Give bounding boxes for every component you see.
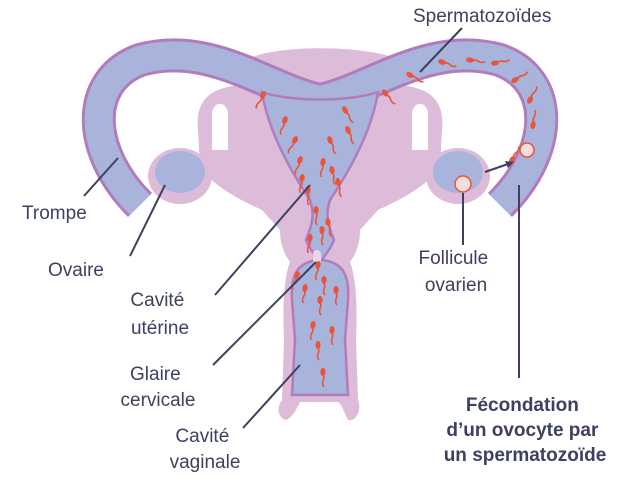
leader-trompe — [83, 157, 119, 197]
sperm-mark — [319, 226, 325, 246]
sperm-mark — [309, 321, 316, 341]
sperm-mark — [255, 91, 267, 109]
sperm-mark — [345, 126, 355, 145]
label-ovaire: Ovaire — [48, 260, 104, 281]
fallopian-tubes — [81, 38, 559, 218]
leader-glaire — [212, 261, 317, 366]
label-cavite-uterine: Cavité utérine — [130, 290, 189, 339]
sperm-mark — [511, 71, 529, 84]
sperm-mark — [317, 296, 323, 316]
sperm-mark — [329, 326, 335, 346]
sperm-mark — [526, 86, 538, 104]
leader-spermatozoides — [419, 27, 463, 73]
label-spermatozoides: Spermatozoïdes — [413, 6, 551, 27]
sperm-mark — [325, 218, 333, 238]
sperm-mark — [333, 286, 339, 306]
sperm-mark — [381, 89, 396, 105]
sperm-mark — [315, 341, 321, 361]
label-trompe: Trompe — [22, 203, 87, 224]
leader-cavite-uterine — [214, 184, 311, 296]
sperm-mark — [287, 136, 299, 154]
sperm-mark — [335, 178, 343, 198]
right-ovary — [426, 148, 490, 204]
sperm-mark — [466, 57, 486, 64]
sperm-mark — [491, 58, 511, 66]
label-glaire-cervicale: Glaire cervicale — [121, 364, 196, 411]
sperm-mark — [406, 71, 424, 83]
ovarian-follicle — [454, 175, 472, 193]
label-follicule-ovarien: Follicule ovarien — [419, 248, 494, 296]
sperm-mark — [301, 284, 308, 304]
sperm-mark — [329, 166, 337, 186]
sperm-mark — [298, 174, 305, 194]
sperm-mark — [530, 109, 537, 129]
leader-cavite-vaginale — [242, 364, 301, 429]
gap — [212, 103, 228, 150]
sperm-mark — [319, 158, 326, 178]
sperm-mark — [306, 234, 313, 254]
sperm-mark — [321, 276, 327, 296]
sperm-mark — [314, 261, 321, 281]
gap — [412, 103, 428, 150]
sperm-mark — [341, 106, 354, 124]
label-fecondation: Fécondation d’un ovocyte par un spermato… — [444, 395, 607, 466]
uterine-cavity — [260, 90, 380, 397]
cervical-mucus — [313, 250, 321, 264]
sperm-group — [255, 57, 538, 388]
label-cavite-vaginale: Cavité vaginale — [170, 426, 241, 473]
leader-ovaire — [129, 184, 166, 257]
sperm-mark — [438, 59, 457, 68]
oocyte — [519, 142, 535, 158]
sperm-mark — [327, 136, 337, 155]
ovulation-arrow — [484, 161, 514, 173]
sperm-mark — [294, 156, 303, 175]
sperm-mark — [279, 116, 288, 135]
left-ovary — [148, 148, 212, 204]
sperm-mark — [320, 368, 326, 388]
sperm-mark — [313, 206, 319, 226]
